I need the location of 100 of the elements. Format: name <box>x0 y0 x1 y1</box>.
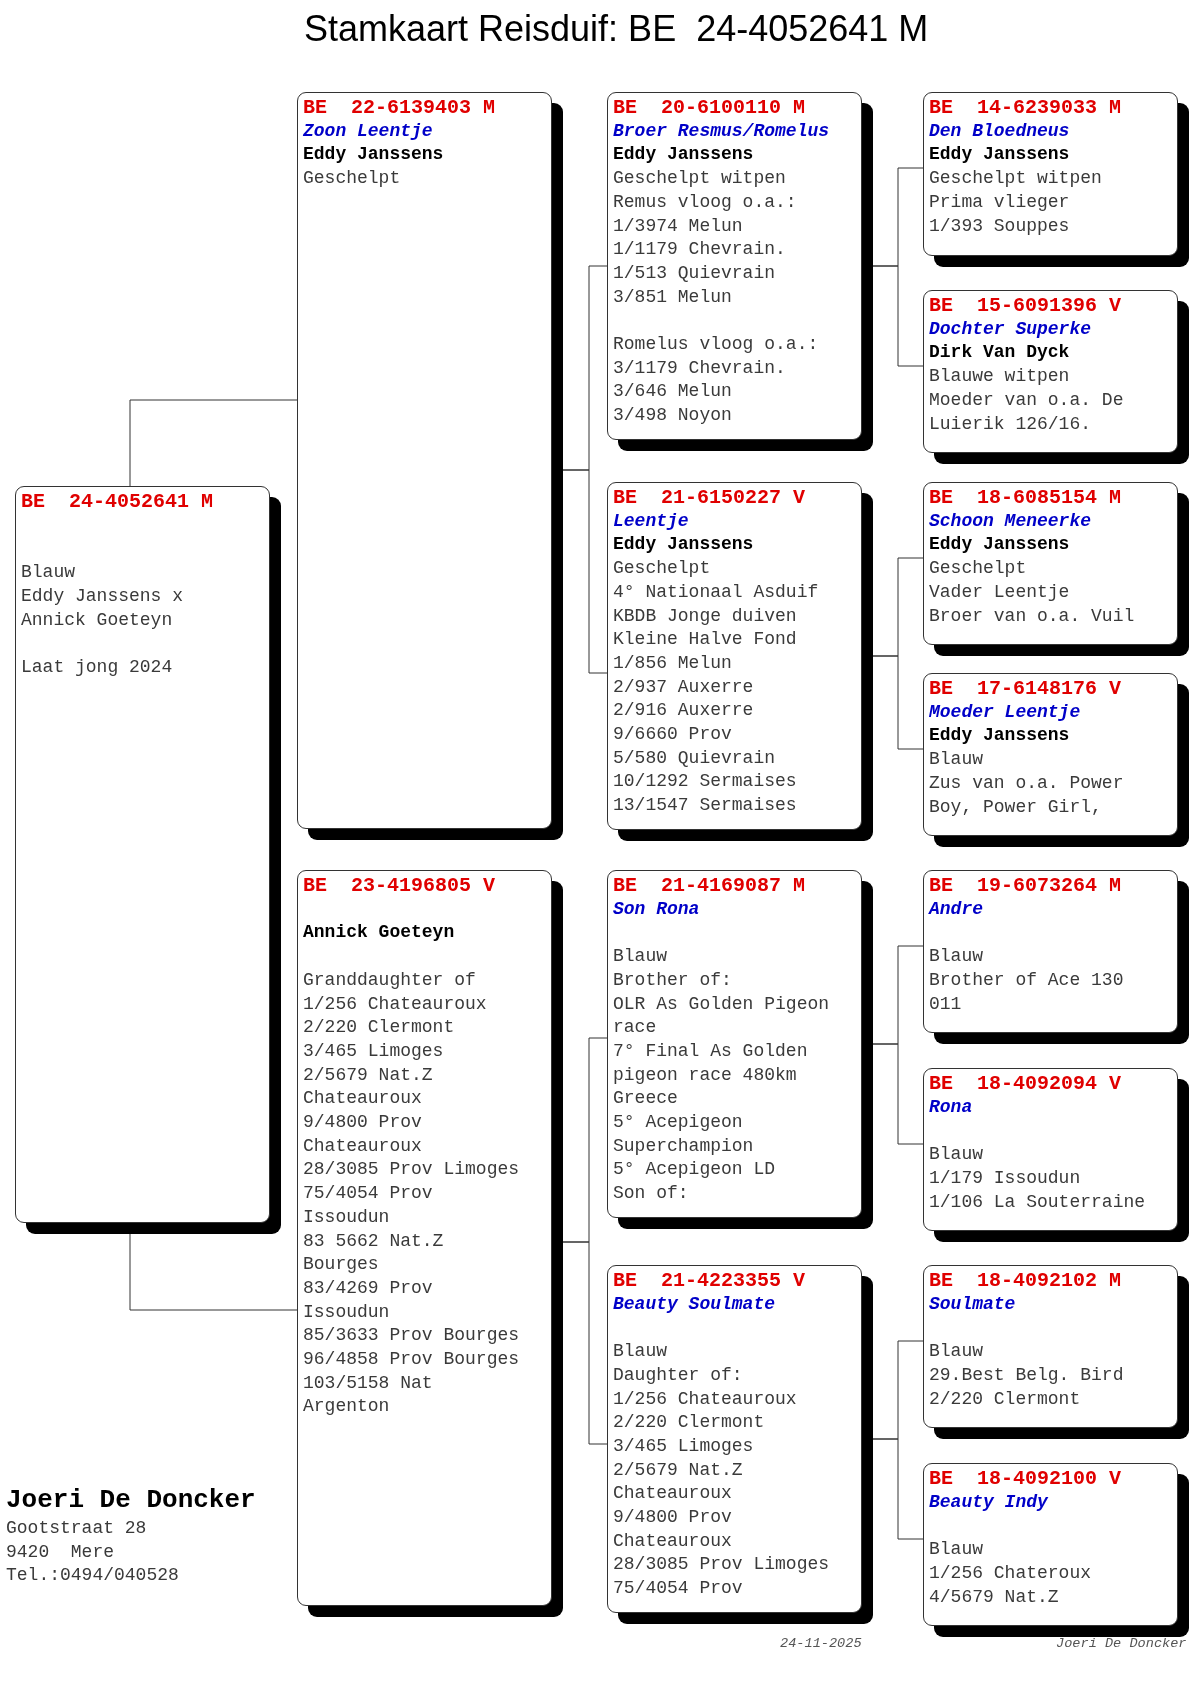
pedigree-note: 2/220 Clermont <box>303 1016 456 1040</box>
breeder-name: Eddy Janssens <box>929 724 1071 748</box>
pedigree-note: 9/6660 Prov <box>613 723 733 746</box>
pedigree-note: Romelus vloog o.a.: <box>613 333 820 356</box>
pedigree-note: Blauw <box>929 1538 984 1562</box>
pedigree-note: 3/465 Limoges <box>303 1039 445 1063</box>
pigeon-name: Beauty Soulmate <box>613 1292 777 1316</box>
pedigree-note: 5/580 Quievrain <box>613 746 777 770</box>
connector-line <box>562 1241 608 1445</box>
pedigree-note: Laat jong 2024 <box>21 655 174 679</box>
pigeon-name: Den Bloedneus <box>929 119 1071 143</box>
pedigree-note: Prima vlieger <box>929 190 1071 214</box>
pedigree-card <box>923 92 1189 267</box>
breeder-name: Eddy Janssens <box>303 143 445 167</box>
ring-number: BE 19-6073264 M <box>929 874 1122 898</box>
pigeon-name: Soulmate <box>929 1292 1017 1316</box>
pigeon-name: Rona <box>929 1095 974 1119</box>
connector-line <box>872 655 924 750</box>
pedigree-card <box>923 1463 1189 1637</box>
print-date: 24-11-2025 <box>780 1635 862 1653</box>
breeder-name: Eddy Janssens <box>929 143 1071 167</box>
page-title: Stamkaart Reisduif: BE 24-4052641 M <box>304 9 929 49</box>
pedigree-note: 85/3633 Prov Bourges <box>303 1324 521 1348</box>
ring-number: BE 15-6091396 V <box>929 294 1122 318</box>
pedigree-note: Daughter of: <box>613 1363 744 1387</box>
pedigree-note: 1/1179 Chevrain. <box>613 238 787 262</box>
pedigree-card <box>923 482 1189 656</box>
pedigree-note: Geschelpt witpen <box>613 167 787 191</box>
breeder-name: Eddy Janssens <box>613 533 755 557</box>
pedigree-note: 3/646 Melun <box>613 380 733 404</box>
connector-line <box>872 1043 924 1145</box>
pedigree-note: 1/106 La Souterraine <box>929 1190 1147 1214</box>
pedigree-card <box>923 870 1189 1044</box>
pedigree-note: Geschelpt witpen <box>929 167 1103 191</box>
ring-number: BE 21-4169087 M <box>613 874 806 898</box>
pedigree-card <box>607 92 873 451</box>
pedigree-note: 3/1179 Chevrain. <box>613 356 787 380</box>
pedigree-note: 2/220 Clermont <box>613 1411 766 1435</box>
pedigree-note: 28/3085 Prov Limoges <box>613 1553 831 1577</box>
ring-number: BE 23-4196805 V <box>303 874 496 898</box>
pedigree-note: 83 5662 Nat.Z Bourges <box>303 1229 445 1277</box>
pedigree-note: 2/916 Auxerre <box>613 699 755 723</box>
pigeon-name: Andre <box>929 897 984 921</box>
pedigree-card <box>297 92 563 840</box>
pedigree-note: 10/1292 Sermaises <box>613 770 798 794</box>
pedigree-note: 5° Acepigeon LD <box>613 1158 777 1182</box>
ring-number: BE 18-4092094 V <box>929 1072 1122 1096</box>
address-line: Gootstraat 28 <box>6 1517 147 1540</box>
pedigree-card <box>15 486 281 1234</box>
ring-number: BE 21-6150227 V <box>613 486 806 510</box>
connector-line <box>129 399 298 487</box>
pigeon-name: Moeder Leentje <box>929 700 1082 724</box>
pedigree-note: Blauw <box>929 748 984 772</box>
pedigree-note: Remus vloog o.a.: <box>613 190 798 214</box>
pedigree-note: 2/937 Auxerre <box>613 675 755 699</box>
pedigree-note: 1/393 Souppes <box>929 214 1071 238</box>
pedigree-card <box>607 870 873 1229</box>
pigeon-name: Son Rona <box>613 897 701 921</box>
pedigree-note: Son of: <box>613 1182 690 1206</box>
pigeon-name: Broer Resmus/Romelus <box>613 119 831 143</box>
ring-number: BE 22-6139403 M <box>303 96 496 120</box>
pedigree-note: Blauw <box>929 1143 984 1167</box>
pedigree-note: 3/498 Noyon <box>613 404 733 428</box>
pedigree-note: Brother of Ace 130 011 <box>929 968 1125 1016</box>
pigeon-name: Schoon Meneerke <box>929 509 1093 533</box>
footer-credit: Joeri De Doncker <box>1056 1635 1187 1653</box>
breeder-name: Eddy Janssens <box>613 143 755 167</box>
pedigree-note: 1/856 Melun <box>613 651 733 675</box>
pigeon-name: Beauty Indy <box>929 1490 1049 1514</box>
pedigree-note: Zus van o.a. Power Boy, Power Girl, <box>929 771 1125 819</box>
pedigree-note: Annick Goeteyn <box>21 608 174 632</box>
pedigree-note: 103/5158 Nat Argenton <box>303 1371 434 1419</box>
pedigree-note: 9/4800 Prov Chateauroux <box>613 1506 733 1553</box>
pedigree-card <box>607 482 873 841</box>
connector-line <box>872 265 924 367</box>
ring-number: BE 21-4223355 V <box>613 1269 806 1293</box>
breeder-name: Annick Goeteyn <box>303 921 456 945</box>
pedigree-note: 2/220 Clermont <box>929 1387 1082 1411</box>
ring-number: BE 18-4092100 V <box>929 1467 1122 1491</box>
pedigree-card <box>923 673 1189 847</box>
pedigree-note: Moeder van o.a. De Luierik 126/16. <box>929 388 1125 436</box>
pedigree-note: Geschelpt <box>303 167 402 191</box>
pedigree-note: Broer van o.a. Vuil <box>929 604 1136 628</box>
pedigree-note: 9/4800 Prov Chateauroux <box>303 1111 423 1158</box>
ring-number: BE 18-6085154 M <box>929 486 1122 510</box>
pedigree-note: 4/5679 Nat.Z <box>929 1585 1060 1609</box>
pedigree-note: OLR As Golden Pigeon race <box>613 992 831 1040</box>
pedigree-note: Granddaughter of <box>303 968 477 992</box>
pedigree-note: 13/1547 Sermaises <box>613 794 798 818</box>
breeder-name: Dirk Van Dyck <box>929 341 1071 365</box>
pedigree-note: 1/256 Chateauroux <box>303 992 488 1016</box>
address-line: Tel.:0494/040528 <box>6 1564 179 1587</box>
pedigree-card <box>923 290 1189 464</box>
pedigree-note: Brother of: <box>613 968 733 992</box>
pedigree-note: 2/5679 Nat.Z Chateauroux <box>303 1063 434 1111</box>
pedigree-note: Blauw <box>929 945 984 969</box>
pedigree-note: Eddy Janssens x <box>21 584 185 608</box>
pedigree-note: Blauw <box>613 945 668 969</box>
pedigree-note: Blauw <box>929 1340 984 1364</box>
pigeon-name: Leentje <box>613 509 690 533</box>
